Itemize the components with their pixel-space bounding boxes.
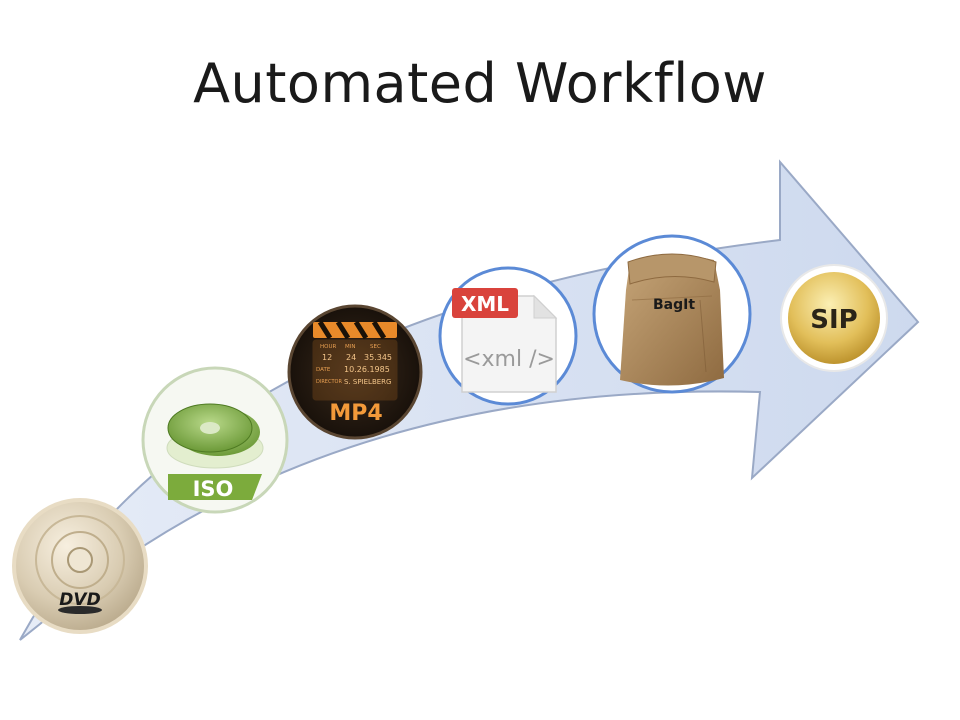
slate-header-sec: SEC <box>370 344 381 350</box>
clapperboard-icon <box>312 320 398 401</box>
slate-value-sec: 35.345 <box>364 353 392 362</box>
slate-header-hour: HOUR <box>320 344 336 350</box>
slate-date: 10.26.1985 <box>344 365 390 374</box>
step-label-dvd: DVD <box>59 590 100 610</box>
dvd-disc-icon <box>58 606 102 614</box>
slide-title: Automated Workflow <box>193 52 767 115</box>
step-mp4: HOUR MIN SEC 12 24 35.345 DATE 10.26.198… <box>287 304 423 440</box>
slate-value-min: 24 <box>346 353 356 362</box>
gold-seal-icon <box>788 272 880 364</box>
slate-date-label: DATE <box>316 367 331 373</box>
step-bagit: BagIt <box>592 234 752 394</box>
step-label-iso: ISO <box>193 477 234 501</box>
paper-bag-icon <box>620 253 724 386</box>
step-label-bagit: BagIt <box>653 297 695 313</box>
xml-code-snippet: <xml /> <box>463 347 555 372</box>
step-iso: ISO <box>141 366 289 514</box>
slate-header-min: MIN <box>345 344 355 350</box>
step-dvd: DVD <box>12 498 148 634</box>
iso-disc-stack-icon <box>166 403 264 500</box>
slate-value-hour: 12 <box>322 353 332 362</box>
slate-director-label: DIRECTOR <box>316 379 342 385</box>
step-label-sip: SIP <box>810 305 857 335</box>
step-xml: XML <xml /> <box>438 266 578 406</box>
step-label-mp4: MP4 <box>329 401 382 426</box>
step-sip: SIP <box>780 264 888 372</box>
xml-file-icon <box>452 288 558 393</box>
slate-director: S. SPIELBERG <box>344 378 391 386</box>
step-label-xml: XML <box>461 292 509 316</box>
